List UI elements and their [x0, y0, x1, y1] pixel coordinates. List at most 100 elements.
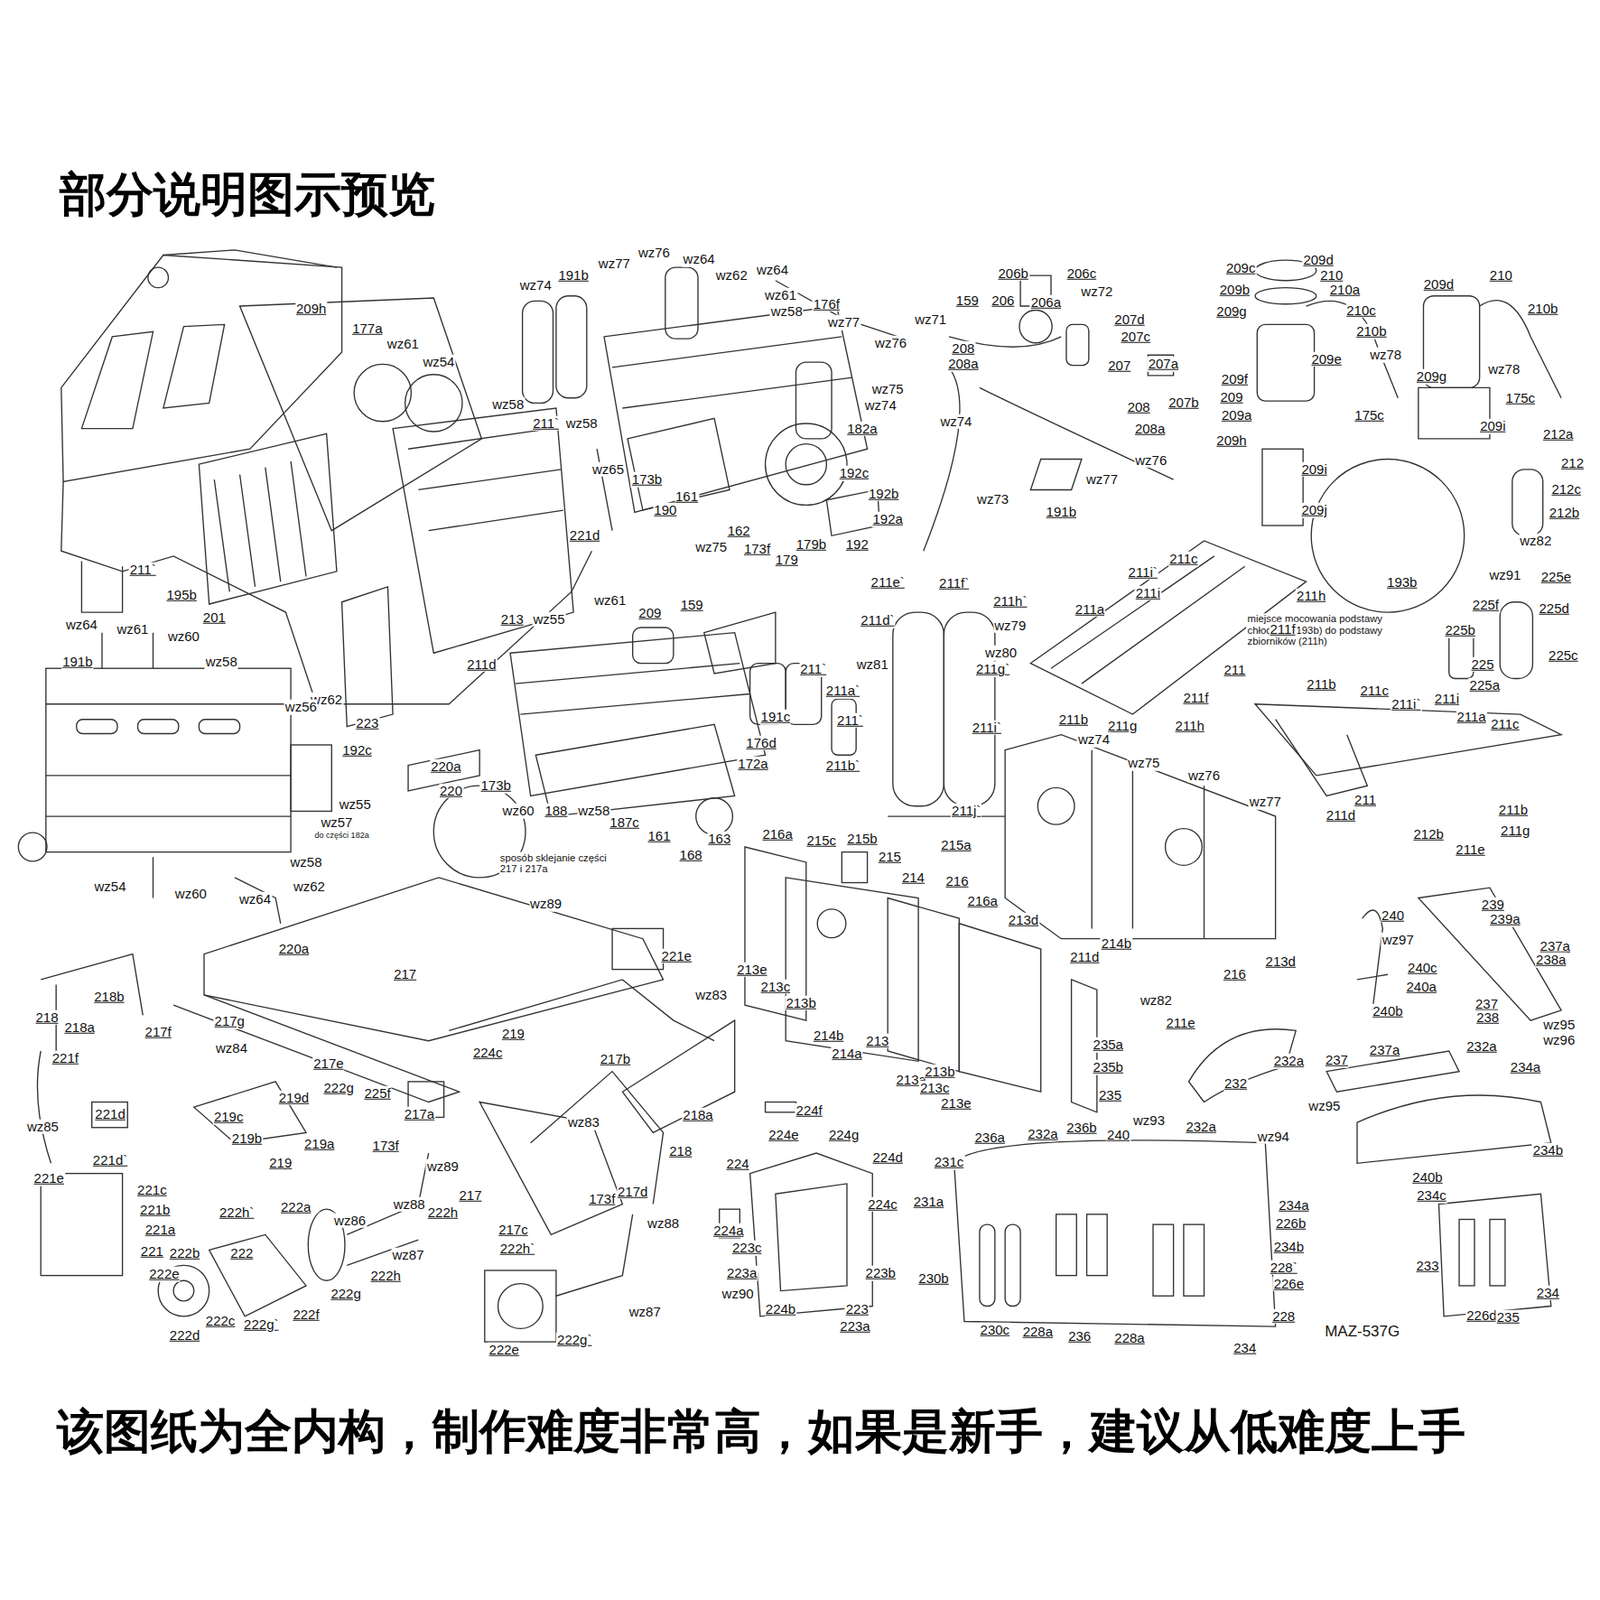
- callout-number: wz80: [984, 645, 1018, 661]
- callout-number: wz83: [567, 1115, 601, 1131]
- callout-number: 206b: [997, 266, 1030, 282]
- callout-number: 209g: [1415, 369, 1448, 385]
- callout-number: 179: [774, 552, 800, 568]
- callout-number: 233: [1414, 1258, 1440, 1275]
- callout-number: 209: [637, 605, 662, 622]
- callout-number: wz58: [576, 803, 611, 819]
- callout-number: 217e: [312, 1055, 345, 1071]
- callout-number: wz58: [491, 396, 525, 412]
- callout-number: 213b: [923, 1063, 956, 1080]
- callout-number: 237a: [1368, 1042, 1401, 1059]
- callout-number: wz88: [646, 1216, 680, 1232]
- callout-number: wz74: [864, 397, 898, 413]
- callout-number: wz79: [993, 618, 1027, 634]
- callout-number: 211d: [1325, 808, 1357, 824]
- callout-number: wz88: [392, 1196, 427, 1212]
- callout-number: 191c: [760, 709, 792, 726]
- callout-number: 211h`: [992, 593, 1028, 609]
- callout-number: 217f: [144, 1023, 173, 1040]
- callout-number: 228a: [1022, 1324, 1054, 1340]
- callout-number: wz85: [26, 1118, 60, 1135]
- callout-number: 224g: [827, 1126, 860, 1143]
- callout-number: 240: [1380, 907, 1405, 923]
- callout-number: 212c: [1550, 482, 1582, 498]
- callout-number: wz89: [426, 1158, 460, 1174]
- callout-number: 240b: [1411, 1170, 1443, 1186]
- callout-number: 211a: [1074, 601, 1106, 617]
- callout-number: 209g: [1215, 303, 1247, 319]
- callout-number: wz55: [531, 612, 566, 628]
- callout-number: 217a: [403, 1106, 436, 1123]
- callout-number: 219a: [303, 1136, 335, 1153]
- callout-number: 209i: [1479, 418, 1507, 435]
- callout-number: 209d: [1302, 252, 1334, 269]
- callout-number: 228`: [1269, 1259, 1299, 1275]
- callout-number: 211`: [531, 416, 560, 432]
- callout-number: 159: [679, 597, 705, 614]
- callout-number: 177a: [351, 321, 383, 337]
- callout-number: 222e: [488, 1342, 521, 1359]
- callout-number: wz76: [637, 245, 671, 261]
- callout-number: 236: [1067, 1329, 1092, 1345]
- callout-number: 208a: [947, 356, 979, 373]
- callout-number: 201: [202, 609, 227, 625]
- callout-number: wz60: [174, 886, 208, 903]
- callout-number: 225e: [1540, 568, 1573, 585]
- callout-number: wz54: [421, 354, 456, 371]
- callout-number: 235: [1496, 1310, 1521, 1326]
- callout-number: 209i: [1300, 462, 1328, 478]
- callout-number: 223b: [865, 1265, 897, 1282]
- callout-number: 222g`: [556, 1332, 593, 1349]
- callout-number: wz58: [204, 654, 239, 670]
- callout-number: wz58: [565, 416, 599, 432]
- callout-number: 168: [679, 847, 704, 864]
- callout-number: 211e: [1164, 1015, 1196, 1032]
- callout-number: wz65: [591, 462, 625, 478]
- callout-number: 211a`: [825, 683, 861, 699]
- callout-number: 213: [865, 1032, 890, 1049]
- callout-number: 213c: [919, 1079, 951, 1096]
- callout-number: 221f: [51, 1051, 80, 1067]
- callout-number: 163: [706, 831, 732, 847]
- callout-number: 211: [1353, 792, 1377, 809]
- callout-number: 211f: [1268, 622, 1296, 638]
- callout-number: 232a: [1184, 1118, 1217, 1135]
- callout-number: wz84: [214, 1040, 249, 1056]
- callout-number: 214b: [812, 1028, 845, 1044]
- callout-number: 218: [34, 1009, 59, 1025]
- callout-number: 211b`: [825, 757, 861, 773]
- callout-number: 206a: [1030, 294, 1062, 310]
- callout-number: 220a: [278, 941, 310, 958]
- callout-number: wz97: [1381, 932, 1415, 949]
- callout-number: wz64: [65, 616, 99, 633]
- callout-number: wz75: [1126, 755, 1161, 772]
- callout-number: wz72: [1079, 284, 1114, 300]
- callout-number: 218a: [63, 1020, 95, 1036]
- callout-number: wz73: [976, 491, 1010, 507]
- callout-number: 213c: [760, 979, 792, 996]
- callout-number: 236b: [1065, 1120, 1098, 1136]
- callout-number: 173f: [743, 541, 772, 558]
- callout-number: 213d: [1007, 912, 1040, 929]
- callout-number: 228a: [1113, 1330, 1145, 1346]
- callout-number: 221c: [136, 1181, 168, 1198]
- callout-number: 225b: [1443, 623, 1476, 639]
- callout-number: 219: [501, 1026, 526, 1042]
- callout-number: 223a: [838, 1319, 871, 1335]
- callout-number: 226d: [1465, 1307, 1498, 1323]
- callout-number: 192b: [867, 486, 900, 503]
- callout-number: 210: [1488, 268, 1514, 284]
- callout-number: wz90: [721, 1286, 755, 1303]
- callout-number: wz75: [871, 381, 905, 397]
- callout-number: 216a: [967, 893, 999, 910]
- callout-number: 211h: [1174, 717, 1206, 734]
- callout-number: wz61: [115, 622, 149, 638]
- callout-number: 238: [1475, 1009, 1500, 1025]
- callout-number: wz91: [1488, 567, 1522, 584]
- callout-number: 223: [845, 1302, 870, 1318]
- callout-number: 210b: [1526, 301, 1559, 317]
- callout-number: wz96: [1542, 1032, 1576, 1048]
- callout-number: 211g`: [975, 661, 1011, 678]
- callout-number: 219: [268, 1155, 293, 1172]
- callout-number: 211i: [1134, 585, 1162, 601]
